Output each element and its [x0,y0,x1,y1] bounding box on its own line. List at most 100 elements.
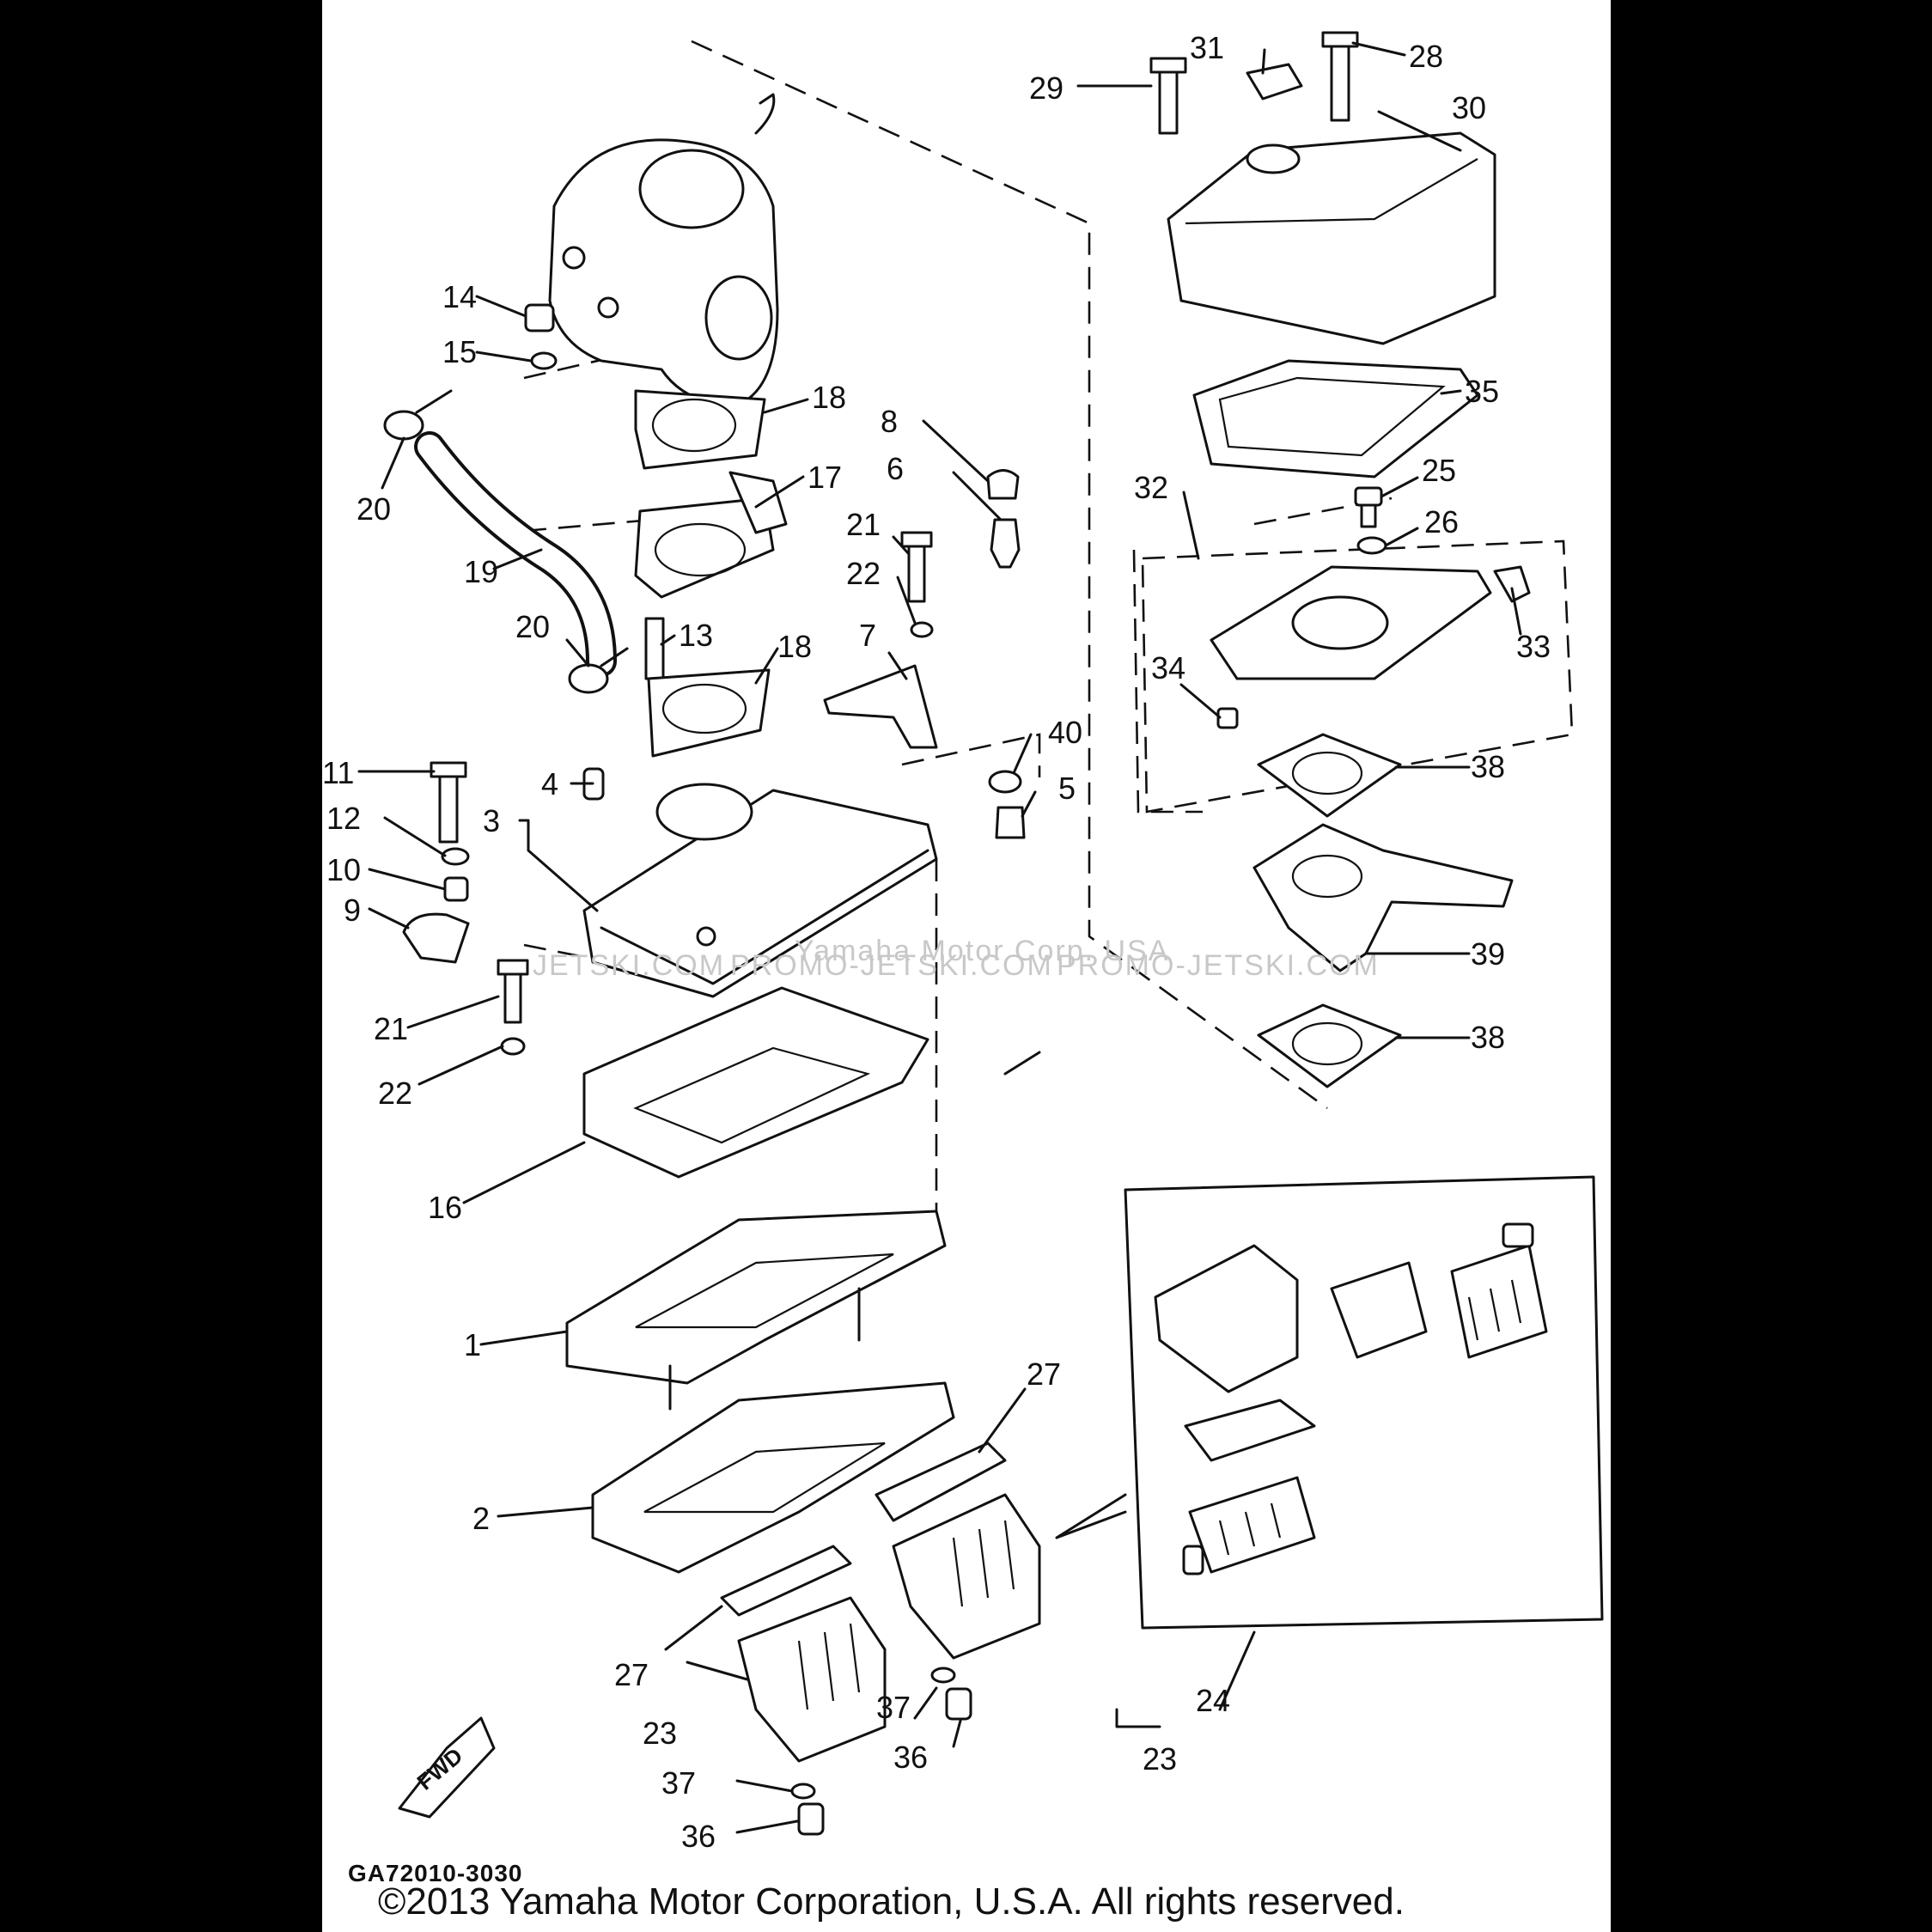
callout-23-right: 23 [1143,1741,1177,1777]
guide-line-stud [523,518,654,533]
bolt-21-upper [900,531,933,603]
callout-27-lower: 27 [614,1657,649,1692]
callout-27-upper: 27 [1027,1356,1061,1392]
gasket-18-upper [634,389,766,470]
elbow-33 [1493,565,1531,603]
callout-36-left: 36 [681,1819,716,1854]
callout-33: 33 [1516,629,1551,664]
callout-1: 1 [464,1327,481,1362]
callout-21-lower: 21 [374,1011,408,1046]
gasket-38-lower [1257,1003,1402,1088]
reed-kit-24-parts [1154,1222,1548,1575]
bolt-36-left [797,1802,825,1836]
callout-3: 3 [483,803,500,838]
clamp-20-upper [383,389,453,441]
bolt-25 [1354,486,1383,528]
gasket-35 [1192,359,1479,478]
plate-31 [1246,63,1303,101]
callout-20-lower: 20 [515,609,550,644]
bolt-11 [430,761,467,844]
washer-22-lower [500,1037,526,1056]
washer-15 [530,351,558,370]
cap-8 [986,469,1020,500]
group-box-32 [1141,539,1574,814]
callout-35: 35 [1465,374,1499,409]
callout-24: 24 [1196,1683,1230,1718]
callout-6: 6 [887,451,904,486]
callout-2: 2 [472,1501,490,1536]
callout-11: 11 [322,755,354,790]
collar-10 [443,876,469,902]
callout-25: 25 [1422,453,1456,488]
watermark: JETSKI.COM PROMO-JETSKI.COM Yamaha Motor… [533,935,1380,982]
callout-18-lower: 18 [777,629,812,664]
bolt-29 [1149,57,1187,135]
callout-5: 5 [1058,771,1076,806]
callout-30: 30 [1452,90,1486,125]
callout-17: 17 [808,460,842,495]
cover-30 [1167,131,1496,345]
callout-22-lower: 22 [378,1076,412,1111]
callout-9: 9 [344,893,361,928]
callout-36-right: 36 [893,1740,928,1775]
callout-28: 28 [1409,39,1443,74]
nut-14 [524,303,555,332]
bracket-7 [823,664,938,749]
callout-20-upper: 20 [357,491,391,527]
bolt-28 [1321,31,1359,122]
joint-17 [634,471,788,599]
guide-line-40 [901,733,1041,777]
callout-31: 31 [1190,30,1224,65]
reed-gasket-27-lower [720,1545,852,1617]
washer-37-right [930,1667,956,1684]
callout-7: 7 [859,618,876,653]
reed-housing-1 [565,1210,947,1411]
callout-23-left: 23 [643,1716,677,1751]
callout-18-upper: 18 [812,380,846,415]
base-32 [1210,565,1492,680]
bolt-36-right [945,1687,972,1721]
leader-lines [357,41,1522,1834]
stud-13 [644,617,665,680]
callout-4: 4 [541,766,558,801]
reed-gasket-27-upper [875,1441,1007,1522]
gasket-38-upper [1257,733,1402,818]
bolt-21-lower [497,959,529,1024]
washer-22-upper [910,621,934,638]
callout-8: 8 [881,404,898,439]
callout-13: 13 [679,618,713,653]
copyright-notice: ©2013 Yamaha Motor Corporation, U.S.A. A… [378,1880,1405,1923]
diagram-code: GA72010-3030 [348,1860,522,1886]
callout-16: 16 [428,1190,462,1225]
callout-29: 29 [1029,70,1064,106]
cap-5 [995,806,1026,839]
carburetor [548,93,779,405]
callout-26: 26 [1424,504,1459,539]
watermark-note: Yamaha Motor Corp. USA [795,935,1169,967]
gasket-2 [591,1381,955,1574]
callout-37-right: 37 [876,1690,911,1725]
callout-10: 10 [326,852,361,887]
bracket-39 [1252,823,1514,972]
watermark-left: JETSKI.COM [533,949,725,982]
callout-37-left: 37 [661,1765,696,1801]
intake-manifold-3 [582,783,938,998]
guide-line-32 [1132,549,1203,814]
washer-26 [1356,536,1387,555]
callout-22-upper: 22 [846,556,881,591]
watermark-mid: PROMO-JETSKI.COM [730,949,1053,982]
watermark-right: PROMO-JETSKI.COM [1057,949,1380,982]
switch-6 [990,518,1021,569]
screw-34 [1216,707,1239,729]
callout-14: 14 [442,279,477,314]
callout-40: 40 [1048,715,1082,750]
grommet-40 [988,770,1022,794]
reed-valve-23-right [892,1493,1041,1660]
gasket-18-lower [647,668,771,758]
callout-39: 39 [1471,936,1505,972]
callout-38-upper: 38 [1471,749,1505,784]
group-box-24 [1124,1175,1604,1630]
washer-12 [441,847,470,866]
